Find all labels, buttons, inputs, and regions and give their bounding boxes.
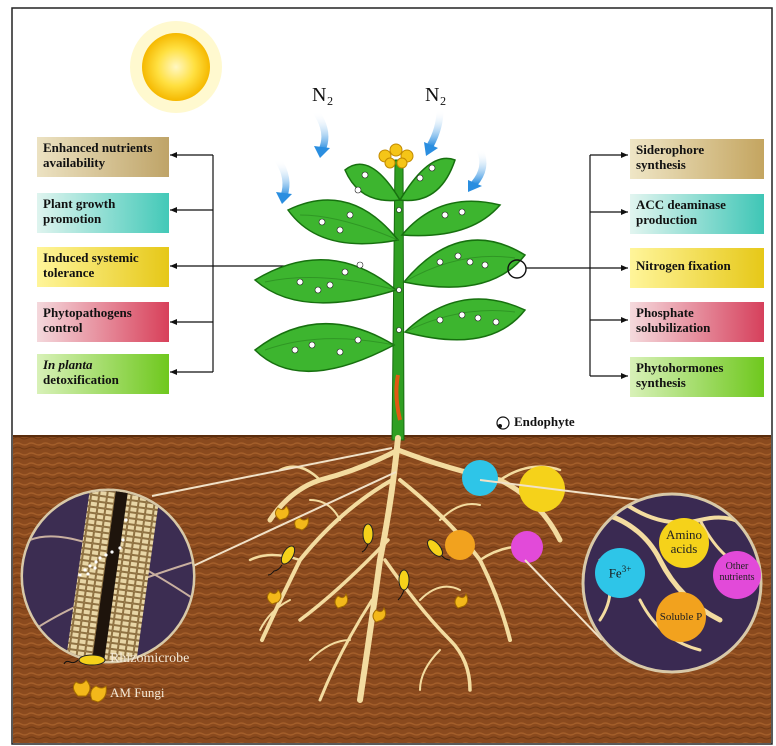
box-line1: Phytopathogens	[43, 305, 163, 320]
box-line2: production	[636, 212, 758, 227]
right-connectors	[526, 155, 628, 376]
nutrient-zoom	[583, 494, 761, 672]
amino-line1: Amino	[659, 528, 709, 542]
box-line2: control	[43, 320, 163, 335]
box-line1: ACC deaminase	[636, 197, 758, 212]
endophyte-legend-icon	[497, 417, 509, 429]
box-induced-tolerance: Induced systemic tolerance	[37, 247, 169, 287]
other-nutrients-label: Other nutrients	[713, 561, 761, 583]
rhizomicrobe-label: Rhizomicrobe	[110, 651, 189, 667]
plant	[255, 144, 526, 440]
fe-superscript: 3+	[622, 564, 632, 574]
n2-label-right: N₂	[425, 84, 446, 107]
box-plant-growth: Plant growth promotion	[37, 193, 169, 233]
amino-acids-label: Amino acids	[659, 528, 709, 556]
box-line2: promotion	[43, 211, 163, 226]
other-line1: Other	[713, 561, 761, 572]
box-line2: synthesis	[636, 375, 758, 390]
box-phytopathogens: Phytopathogens control	[37, 302, 169, 342]
box-line1: In planta	[43, 357, 163, 372]
box-line1: Enhanced nutrients	[43, 140, 163, 155]
fe-label: Fe3+	[596, 564, 644, 581]
box-line1: Plant growth	[43, 196, 163, 211]
box-acc-deaminase: ACC deaminase production	[630, 194, 764, 234]
soluble-p-label: Soluble P	[651, 611, 711, 623]
box-line1: Phytohormones	[636, 360, 758, 375]
box-line2: detoxification	[43, 372, 163, 387]
box-line2: solubilization	[636, 320, 758, 335]
box-phosphate: Phosphate solubilization	[630, 302, 764, 342]
box-line2: synthesis	[636, 157, 758, 172]
box-phytohormones: Phytohormones synthesis	[630, 357, 764, 397]
box-enhanced-nutrients: Enhanced nutrients availability	[37, 137, 169, 177]
endophyte-label: Endophyte	[514, 414, 575, 430]
n2-label-left: N₂	[312, 84, 333, 107]
box-line1: Phosphate	[636, 305, 758, 320]
sun-icon	[130, 21, 222, 113]
other-line2: nutrients	[713, 572, 761, 583]
box-siderophore: Siderophore synthesis	[630, 139, 764, 179]
fe-text: Fe	[609, 565, 622, 580]
box-line1: Nitrogen fixation	[636, 258, 758, 273]
box-line1: Induced systemic	[43, 250, 163, 265]
box-nitrogen-fixation: Nitrogen fixation	[630, 248, 764, 288]
box-in-planta: In planta detoxification	[37, 354, 169, 394]
box-line2: availability	[43, 155, 163, 170]
am-fungi-label: AM Fungi	[110, 685, 165, 701]
box-line1: Siderophore	[636, 142, 758, 157]
box-line2: tolerance	[43, 265, 163, 280]
amino-line2: acids	[659, 542, 709, 556]
